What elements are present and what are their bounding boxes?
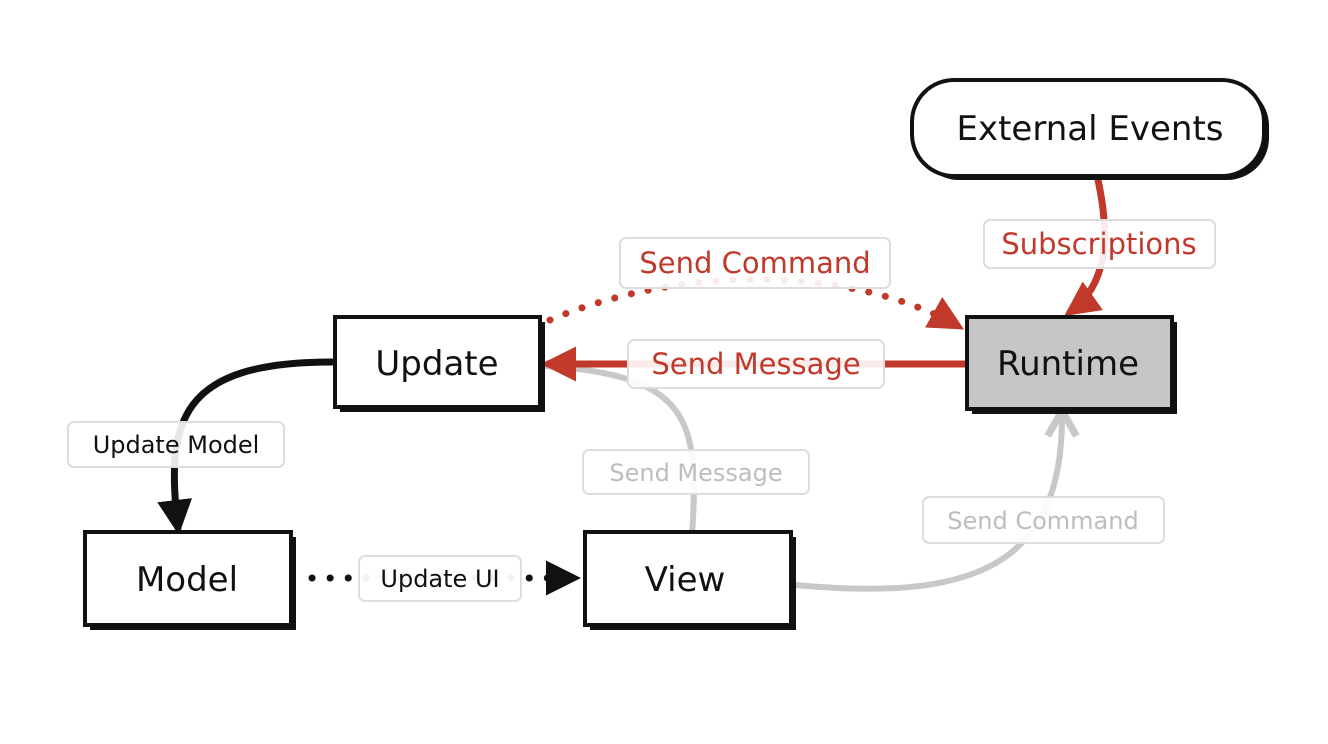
edge-label-send-command-view-text: Send Command [947,507,1138,535]
edge-label-update-model-text: Update Model [93,431,260,459]
node-runtime: Runtime [965,315,1177,414]
edge-update-to-model [157,358,336,535]
edge-label-send-command-view: Send Command [922,496,1165,544]
edge-label-update-ui: Update UI [358,555,522,602]
edge-label-send-message-view-text: Send Message [609,459,782,487]
node-update: Update [333,315,545,412]
edge-label-update-ui-text: Update UI [380,565,499,593]
node-runtime-label: Runtime [997,344,1139,384]
edge-label-subscriptions-text: Subscriptions [1001,227,1196,261]
edge-label-update-model: Update Model [67,421,285,468]
edge-label-send-message-view: Send Message [582,449,810,495]
node-model: Model [83,530,296,630]
node-external-events-label: External Events [957,109,1224,149]
edge-label-send-command-update-text: Send Command [639,246,870,280]
edge-label-send-message-runtime-text: Send Message [651,347,860,381]
node-external-events: External Events [910,78,1269,180]
edge-label-send-message-runtime: Send Message [627,339,885,389]
node-update-label: Update [375,344,498,384]
edge-label-send-command-update: Send Command [619,237,891,289]
node-model-label: Model [136,560,238,600]
edge-label-subscriptions: Subscriptions [983,219,1216,269]
node-view-label: View [645,560,726,600]
edge-view-to-runtime [792,403,1080,592]
node-view: View [583,530,796,630]
